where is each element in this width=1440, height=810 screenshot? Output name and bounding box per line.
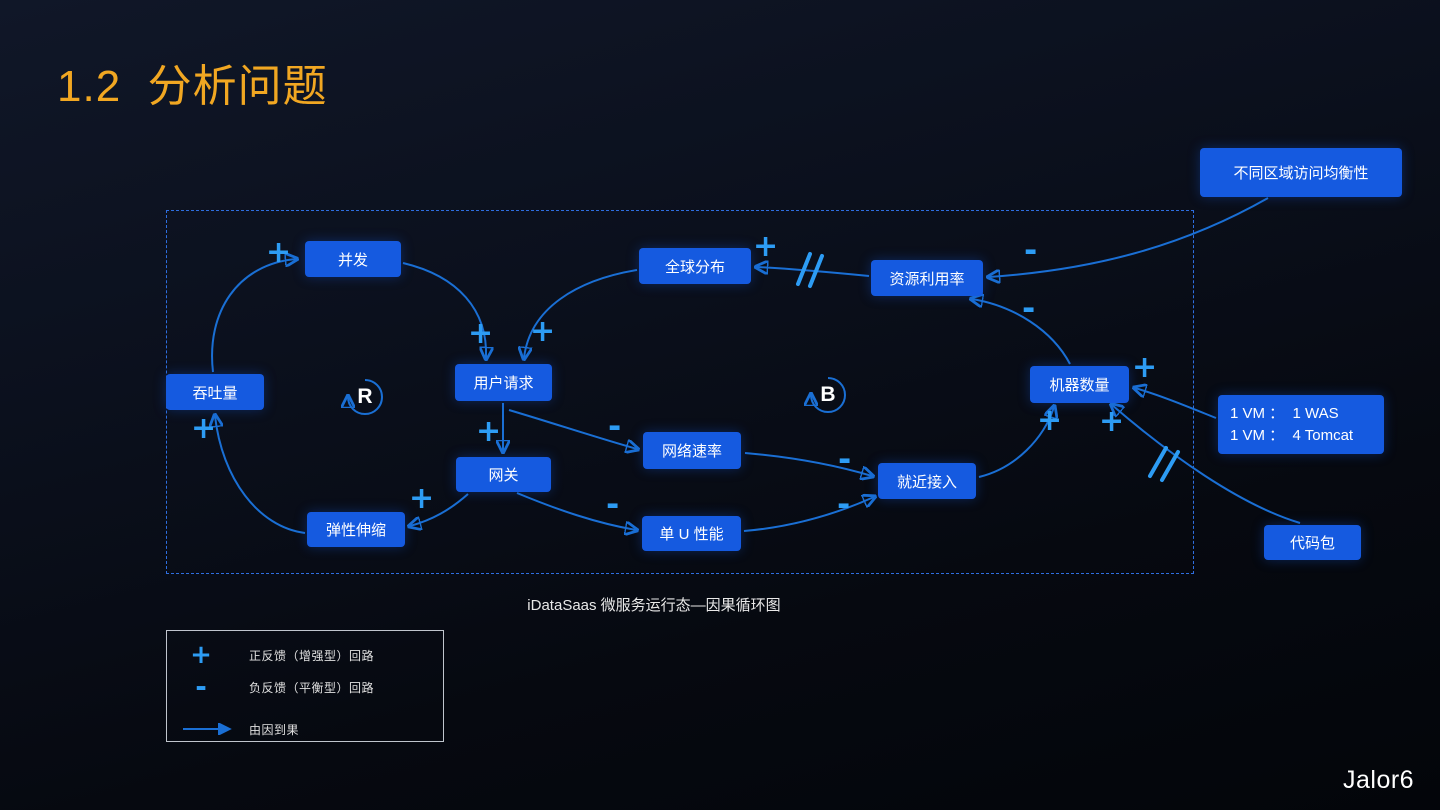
vm-ratio-line1: 1 VM ： 1 WAS [1230,404,1339,422]
node-global-distribution: 全球分布 [639,248,751,284]
polarity-sign: - [837,485,851,523]
node-throughput: 吞吐量 [166,374,264,410]
legend-item-label: 由因到果 [249,722,300,737]
node-gateway: 网关 [456,457,551,492]
polarity-sign: + [530,314,556,349]
polarity-sign: - [606,485,620,523]
polarity-sign: + [409,481,435,516]
node-machine-count: 机器数量 [1030,366,1129,403]
polarity-sign: - [1024,231,1038,269]
polarity-sign: + [266,235,292,270]
legend-item-label: 负反馈（平衡型）回路 [249,680,375,695]
legend-item-label: 正反馈（增强型）回路 [249,648,375,663]
vm-ratio-line2: 1 VM ： 4 Tomcat [1230,426,1354,444]
polarity-sign: + [1132,350,1158,385]
node-concurrency: 并发 [305,241,401,277]
polarity-sign: + [1099,404,1125,439]
node-elastic-scaling: 弹性伸缩 [307,512,405,547]
node-regional-balance: 不同区域访问均衡性 [1200,148,1402,197]
node-single-u-performance: 单 U 性能 [642,516,741,551]
node-vm-ratio: 1 VM ： 1 WAS 1 VM ： 4 Tomcat [1218,395,1384,454]
minus-sign-icon: - [195,670,207,703]
polarity-sign: + [1037,403,1063,438]
polarity-sign: + [753,229,779,264]
polarity-sign: - [1022,289,1036,327]
page-title: 1.2 分析问题 [57,62,328,111]
node-user-requests: 用户请求 [455,364,552,401]
cause-effect-arrow-icon [181,723,239,735]
polarity-sign: - [838,440,852,478]
jalor6-logo: Jalor6 [1343,766,1415,794]
legend-item-cause-effect: 由因到果 [181,713,443,745]
loop-label-r: R [357,385,373,408]
node-nearby-access: 就近接入 [878,463,976,499]
polarity-sign: + [468,316,494,351]
node-resource-utilization: 资源利用率 [871,260,983,296]
legend-box: + 正反馈（增强型）回路 - 负反馈（平衡型）回路 由因到果 [166,630,444,742]
polarity-sign: - [608,407,622,445]
legend-item-positive: + 正反馈（增强型）回路 [181,639,443,671]
loop-label-b: B [820,383,836,406]
polarity-sign: + [191,411,217,446]
node-code-package: 代码包 [1264,525,1361,560]
legend-item-negative: - 负反馈（平衡型）回路 [181,671,443,703]
polarity-sign: + [476,414,502,449]
diagram-caption: iDataSaas 微服务运行态—因果循环图 [527,597,781,614]
plus-sign-icon: + [190,640,212,670]
node-network-speed: 网络速率 [643,432,741,469]
